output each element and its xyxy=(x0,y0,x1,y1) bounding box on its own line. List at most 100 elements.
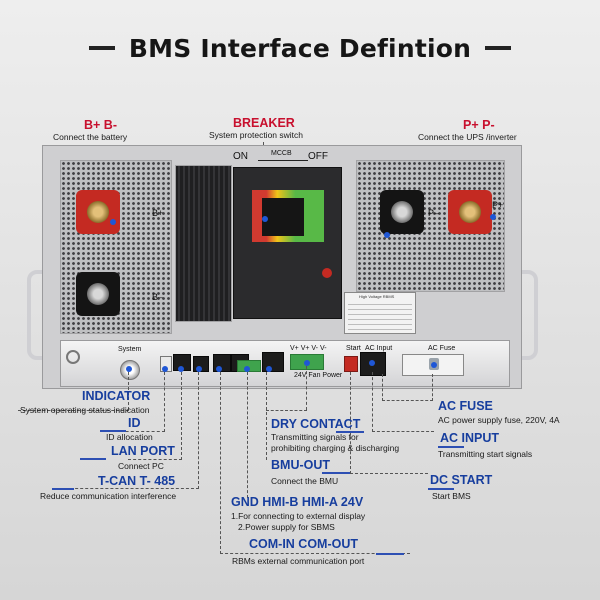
com-leader-h xyxy=(220,553,410,554)
id-desc: ID allocation xyxy=(106,432,153,442)
com-underline xyxy=(376,553,404,555)
tcan-underline xyxy=(52,488,74,490)
p-minus-marker xyxy=(384,232,390,238)
bmu-underline xyxy=(322,472,350,474)
plus-minus-label: V+ V+ V- V- xyxy=(290,345,327,352)
dcstart-leader-h xyxy=(350,473,428,474)
tcan-desc: Reduce communication interference xyxy=(40,491,177,501)
dry-desc-2: prohibiting charging & discharging xyxy=(271,443,400,453)
id-title: ID xyxy=(128,416,141,430)
lan-title: LAN PORT xyxy=(111,444,175,458)
com-leader xyxy=(220,372,221,554)
breaker-off-label: OFF xyxy=(308,151,328,162)
com-desc: RBMs external communication port xyxy=(232,556,365,566)
acfuse-leader-h xyxy=(382,400,433,401)
title-dash-right xyxy=(485,46,512,50)
b-plus-bolt xyxy=(87,201,109,223)
acinput-underline xyxy=(438,446,464,448)
lan-underline xyxy=(80,458,106,460)
tcan-leader xyxy=(198,372,199,489)
indicator-leader xyxy=(128,372,129,410)
battery-callout-title: B+ B- xyxy=(84,118,117,132)
p-plus-label: P+ xyxy=(492,200,504,210)
title-dash-left xyxy=(88,46,115,50)
ac-input-label: AC Input xyxy=(365,345,393,352)
heat-sink xyxy=(175,165,232,322)
breaker-test-button[interactable] xyxy=(322,268,332,278)
gnd-leader xyxy=(247,372,248,498)
b-plus-label: B+ xyxy=(152,208,164,218)
p-plus-terminal xyxy=(448,190,492,234)
ups-callout-desc: Connect the UPS /inverter xyxy=(418,132,517,142)
tcan-leader-h xyxy=(55,488,199,489)
start-label: Start xyxy=(346,345,361,352)
gnd-title: GND HMI-B HMI-A 24V xyxy=(231,495,364,509)
id-underline xyxy=(100,430,126,432)
id-leader-h xyxy=(110,431,165,432)
ground-screw xyxy=(66,350,80,364)
dry-leader xyxy=(306,366,307,410)
hmi-marker xyxy=(244,366,250,372)
title-row: BMS Interface Defintion xyxy=(0,28,600,68)
spec-label: High Voltage RBMS xyxy=(344,292,416,334)
bmu-marker xyxy=(266,366,272,372)
ac-input-marker xyxy=(369,360,375,366)
b-minus-label: B– xyxy=(152,292,164,302)
com-marker xyxy=(216,366,222,372)
breaker-arrow xyxy=(258,160,308,161)
com-title: COM-IN COM-OUT xyxy=(249,537,359,551)
indicator-desc: System operating status indication xyxy=(20,405,150,415)
breaker-mccb-label: MCCB xyxy=(271,150,292,157)
lan-desc: Connect PC xyxy=(118,461,164,471)
acinput-desc: Transmitting start signals xyxy=(438,449,533,459)
dc-start-button[interactable] xyxy=(344,356,358,372)
acfuse-desc: AC power supply fuse, 220V, 4A xyxy=(438,415,560,425)
acinput-title: AC INPUT xyxy=(440,431,500,445)
bmu-title: BMU-OUT xyxy=(271,458,331,472)
lan-marker xyxy=(178,366,184,372)
breaker-callout-desc: System protection switch xyxy=(209,130,304,140)
page-title: BMS Interface Defintion xyxy=(128,33,472,63)
dry-title: DRY CONTACT xyxy=(271,417,361,431)
dcstart-title: DC START xyxy=(430,473,493,487)
breaker-marker xyxy=(262,216,268,222)
dcstart-desc: Start BMS xyxy=(432,491,471,501)
id-leader xyxy=(164,372,165,432)
b-plus-marker xyxy=(110,219,116,225)
spec-label-title: High Voltage RBMS xyxy=(359,294,395,299)
id-marker xyxy=(162,366,168,372)
dry-contact-marker xyxy=(304,360,310,366)
bmu-desc: Connect the BMU xyxy=(271,476,339,486)
acinput-leader xyxy=(372,372,373,432)
dry-underline xyxy=(336,431,364,433)
p-plus-marker xyxy=(490,214,496,220)
b-minus-terminal xyxy=(76,272,120,316)
bmu-leader xyxy=(266,372,267,460)
indicator-title: INDICATOR xyxy=(82,389,151,403)
b-minus-bolt xyxy=(87,283,109,305)
b-plus-terminal xyxy=(76,190,120,234)
breaker-switch[interactable] xyxy=(233,167,342,319)
ups-callout-title: P+ P- xyxy=(463,118,495,132)
tcan-marker xyxy=(196,366,202,372)
gnd-desc-1: 1.For connecting to external display xyxy=(231,511,366,521)
breaker-toggle[interactable] xyxy=(262,198,304,236)
lan-leader xyxy=(181,372,182,460)
ac-fuse-marker xyxy=(431,362,437,368)
battery-callout-desc: Connect the battery xyxy=(53,132,128,142)
p-minus-terminal xyxy=(380,190,424,234)
ac-fuse-holder[interactable] xyxy=(402,354,464,376)
dry-desc-1: Transmitting signals for xyxy=(271,432,359,442)
breaker-on-label: ON xyxy=(233,151,248,162)
gnd-desc-2: 2.Power supply for SBMS xyxy=(238,522,335,532)
acfuse-leader-v2 xyxy=(382,374,383,401)
acfuse-leader xyxy=(432,374,433,401)
dry-leader-h xyxy=(266,410,307,411)
indicator-leader-h xyxy=(18,410,129,411)
breaker-callout-title: BREAKER xyxy=(233,116,295,130)
indicator-marker xyxy=(126,366,132,372)
p-minus-label: P– xyxy=(428,208,440,218)
acfuse-title: AC FUSE xyxy=(438,399,493,413)
system-label: System xyxy=(118,346,142,353)
